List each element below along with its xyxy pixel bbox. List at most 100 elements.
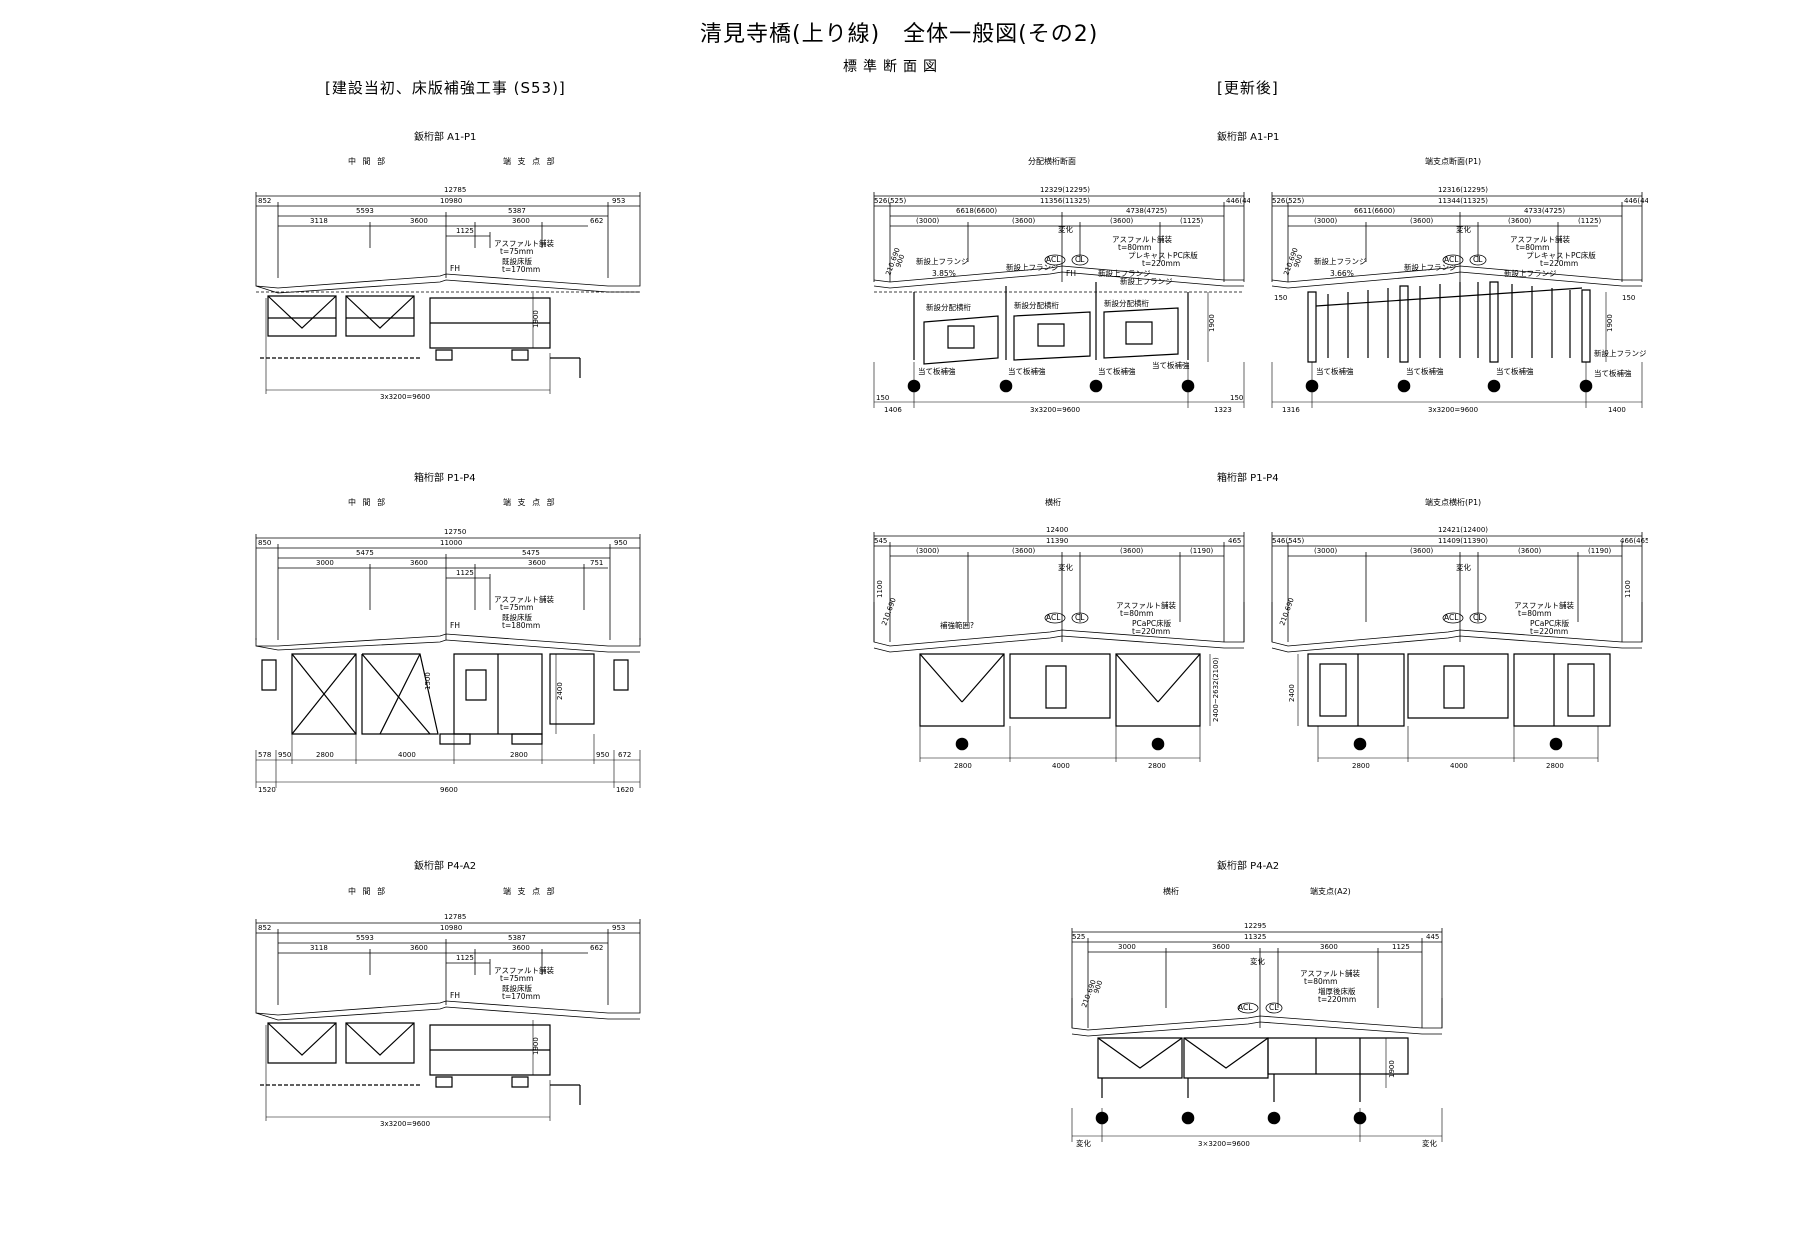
svg-text:G1: G1 [1356, 740, 1367, 749]
svg-text:1125: 1125 [456, 569, 474, 577]
svg-text:1900: 1900 [1606, 314, 1614, 332]
svg-text:3000: 3000 [316, 559, 334, 567]
svg-text:3x3200=9600: 3x3200=9600 [1428, 406, 1478, 414]
svg-text:変化: 変化 [1456, 562, 1472, 572]
svg-text:1100: 1100 [876, 580, 884, 598]
svg-text:1520: 1520 [258, 786, 276, 794]
svg-text:1900: 1900 [1388, 1060, 1396, 1078]
svg-text:466(465): 466(465) [1620, 537, 1648, 545]
svg-text:11390: 11390 [1046, 537, 1068, 545]
svg-text:t=170mm: t=170mm [502, 992, 540, 1001]
svg-text:950: 950 [614, 539, 627, 547]
svg-text:3x3200=9600: 3x3200=9600 [380, 393, 430, 401]
svg-text:新設上フランジ: 新設上フランジ [1594, 348, 1647, 358]
svg-text:2400: 2400 [556, 682, 564, 700]
svg-text:アスファルト舗装: アスファルト舗装 [1116, 600, 1176, 610]
svg-text:t=170mm: t=170mm [502, 265, 540, 274]
svg-text:210.690: 210.690 [1278, 597, 1295, 627]
svg-text:(3000): (3000) [1314, 547, 1338, 555]
svg-text:ACL: ACL [1444, 613, 1459, 622]
svg-text:ACL: ACL [1238, 1003, 1253, 1012]
svg-text:G1: G1 [1308, 382, 1319, 391]
svg-text:G1: G1 [910, 382, 921, 391]
svg-text:当て板補強: 当て板補強 [918, 366, 956, 376]
svg-text:3600: 3600 [410, 944, 428, 952]
svg-text:3600: 3600 [528, 559, 546, 567]
svg-text:G4: G4 [1184, 382, 1195, 391]
section-title-right-1: 鈑桁部 A1-P1 [1217, 132, 1280, 143]
svg-text:変化: 変化 [1058, 562, 1074, 572]
cross-section-left-a1p1: 12785 852 10980 953 5593 5387 3118 3600 … [250, 186, 650, 401]
svg-text:5593: 5593 [356, 207, 374, 215]
svg-text:当て板補強: 当て板補強 [1008, 366, 1046, 376]
svg-text:3x3200=9600: 3x3200=9600 [1030, 406, 1080, 414]
svg-text:5475: 5475 [356, 549, 374, 557]
svg-text:672: 672 [618, 751, 631, 759]
svg-text:3118: 3118 [310, 944, 328, 952]
svg-text:新設上フランジ: 新設上フランジ [1314, 256, 1367, 266]
svg-text:3x3200=9600: 3x3200=9600 [380, 1120, 430, 1128]
svg-text:CL: CL [1473, 613, 1483, 622]
svg-text:3.85%: 3.85% [932, 269, 956, 278]
svg-text:445: 445 [1426, 933, 1439, 941]
part-label-right-2a: 横桁 [1045, 498, 1061, 507]
svg-text:150: 150 [876, 394, 889, 402]
svg-text:(1190): (1190) [1588, 547, 1612, 555]
section-title-left-2: 箱桁部 P1-P4 [414, 473, 476, 484]
svg-text:変化: 変化 [1456, 224, 1472, 234]
svg-text:751: 751 [590, 559, 603, 567]
svg-text:1620: 1620 [616, 786, 634, 794]
svg-text:3×3200=9600: 3×3200=9600 [1198, 1140, 1250, 1148]
svg-text:12295: 12295 [1244, 922, 1266, 930]
drawing-subtitle: 標準断面図 [843, 59, 943, 75]
svg-text:950: 950 [596, 751, 609, 759]
svg-text:(3600): (3600) [1518, 547, 1542, 555]
svg-text:150: 150 [1274, 294, 1287, 302]
svg-text:t=80mm: t=80mm [1118, 243, 1151, 252]
svg-text:5475: 5475 [522, 549, 540, 557]
svg-text:当て板補強: 当て板補強 [1316, 366, 1354, 376]
svg-text:(1125): (1125) [1180, 217, 1204, 225]
svg-text:3600: 3600 [512, 217, 530, 225]
part-label-right-3b: 端支点(A2) [1310, 887, 1351, 896]
svg-text:3600: 3600 [1212, 943, 1230, 951]
svg-text:CL: CL [1075, 255, 1085, 264]
svg-text:ACL: ACL [1046, 613, 1061, 622]
part-label-left-3a: 中 間 部 [348, 887, 388, 896]
svg-text:(3000): (3000) [1314, 217, 1338, 225]
svg-text:G2: G2 [1400, 382, 1411, 391]
part-label-right-2b: 端支点横桁(P1) [1425, 498, 1482, 507]
svg-text:当て板補強: 当て板補強 [1496, 366, 1534, 376]
svg-text:2800: 2800 [316, 751, 334, 759]
svg-text:G3: G3 [1490, 382, 1501, 391]
svg-text:G1: G1 [958, 740, 969, 749]
svg-text:t=80mm: t=80mm [1518, 609, 1551, 618]
part-label-right-1b: 端支点断面(P1) [1425, 157, 1482, 166]
part-label-left-2b: 端 支 点 部 [503, 498, 557, 507]
cross-section-right-p4a2: 12295 525 11325 445 3000 3600 3600 1125 … [1068, 922, 1448, 1148]
svg-text:アスファルト舗装: アスファルト舗装 [494, 594, 554, 604]
section-title-left-3: 鈑桁部 P4-A2 [414, 861, 477, 872]
svg-text:10980: 10980 [440, 924, 462, 932]
svg-text:2800: 2800 [510, 751, 528, 759]
svg-text:5387: 5387 [508, 934, 526, 942]
svg-text:(1190): (1190) [1190, 547, 1214, 555]
svg-text:変化: 変化 [1422, 1138, 1438, 1148]
svg-text:t=220mm: t=220mm [1530, 627, 1568, 636]
svg-text:2400~2632(2100): 2400~2632(2100) [1212, 657, 1220, 722]
svg-text:G3: G3 [1270, 1114, 1281, 1123]
svg-text:12316(12295): 12316(12295) [1438, 186, 1488, 194]
svg-text:PCaPC床版: PCaPC床版 [1132, 618, 1172, 628]
svg-text:FH: FH [1066, 269, 1076, 278]
svg-text:FH: FH [450, 621, 460, 630]
svg-text:増厚後床版: 増厚後床版 [1318, 986, 1356, 996]
svg-text:578: 578 [258, 751, 271, 759]
svg-text:11000: 11000 [440, 539, 462, 547]
svg-text:12400: 12400 [1046, 526, 1068, 534]
svg-text:(3000): (3000) [916, 547, 940, 555]
svg-text:4000: 4000 [398, 751, 416, 759]
svg-text:当て板補強: 当て板補強 [1152, 360, 1190, 370]
svg-text:546(545): 546(545) [1272, 537, 1304, 545]
svg-text:当て板補強: 当て板補強 [1098, 366, 1136, 376]
svg-text:FH: FH [450, 264, 460, 273]
